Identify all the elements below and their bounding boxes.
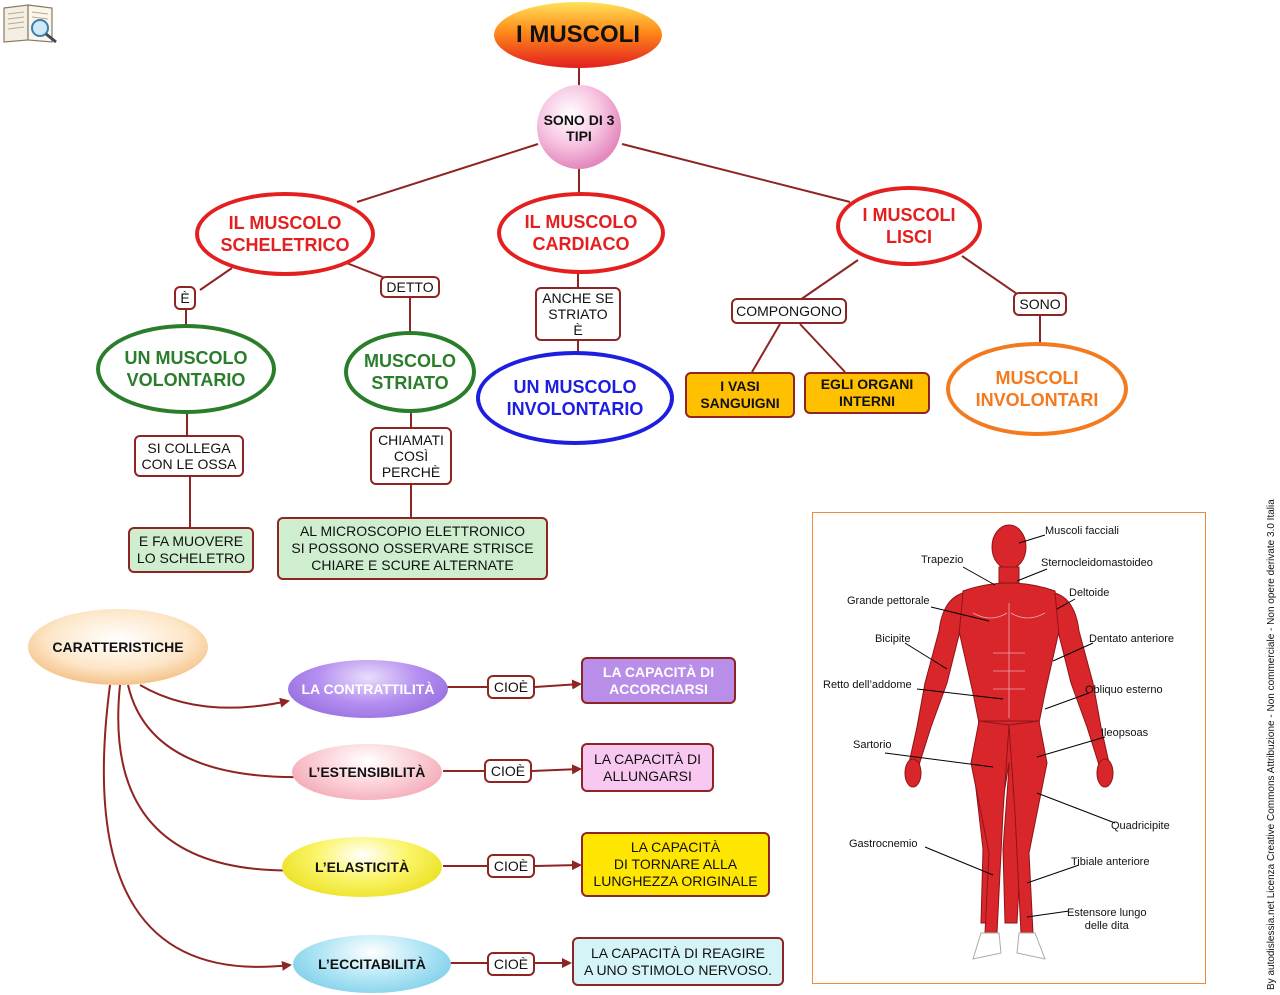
extensibility-node: L’ESTENSIBILITÀ: [292, 744, 442, 800]
anatomy-label-obliquo-esterno: Obliquo esterno: [1085, 684, 1163, 696]
anatomy-label-sartorio: Sartorio: [853, 739, 892, 751]
voluntary-muscle-node: UN MUSCOLO VOLONTARIO: [96, 324, 276, 414]
label-e: È: [174, 286, 196, 310]
involuntary-muscles-node: MUSCOLI INVOLONTARI: [946, 342, 1128, 436]
contractility-description: LA CAPACITÀ DI ACCORCIARSI: [581, 657, 736, 704]
internal-organs-node: EGLI ORGANI INTERNI: [804, 372, 930, 414]
label-cioe-2: CIOÈ: [484, 759, 532, 783]
label-anche-se-striato: ANCHE SE STRIATO È: [535, 287, 621, 341]
excitability-node: L’ECCITABILITÀ: [293, 935, 451, 993]
anatomy-label-grande-pettorale: Grande pettorale: [847, 595, 930, 607]
anatomy-figure: Muscoli facciali Trapezio Sternocleidoma…: [812, 512, 1206, 984]
moves-skeleton-node: E FA MUOVERE LO SCHELETRO: [128, 527, 254, 573]
root-link-shape: [537, 85, 621, 169]
book-magnifier-icon: [3, 4, 57, 44]
anatomy-label-dentato-anteriore: Dentato anteriore: [1089, 633, 1174, 645]
anatomy-label-sternocleidomastoideo: Sternocleidomastoideo: [1041, 557, 1153, 569]
involuntary-muscle-node: UN MUSCOLO INVOLONTARIO: [476, 351, 674, 445]
blood-vessels-node: I VASI SANGUIGNI: [685, 372, 795, 418]
anatomy-label-ileopsoas: Ileopsoas: [1101, 727, 1149, 739]
label-cioe-4: CIOÈ: [487, 952, 535, 976]
characteristics-title: CARATTERISTICHE: [52, 639, 184, 655]
cardiac-muscle-node: IL MUSCOLO CARDIACO: [497, 192, 665, 274]
microscope-node: AL MICROSCOPIO ELETTRONICO SI POSSONO OS…: [277, 517, 548, 580]
label-detto: DETTO: [380, 276, 440, 298]
anatomy-label-tibiale-anteriore: Tibiale anteriore: [1071, 856, 1150, 868]
label-cioe-1: CIOÈ: [487, 675, 535, 699]
characteristics-shape: [28, 609, 208, 685]
label-compongono: COMPONGONO: [731, 298, 847, 324]
anatomy-label-quadricipite: Quadricipite: [1111, 820, 1170, 832]
label-si-collega: SI COLLEGA CON LE OSSA: [134, 435, 244, 477]
page-title: I MUSCOLI: [516, 21, 640, 48]
title-shape: [494, 2, 662, 68]
types-count-link: SONO DI 3 TIPI: [543, 112, 615, 144]
elasticity-node: L’ELASTICITÀ: [282, 837, 442, 897]
anatomy-label-retto-addome: Retto dell’addome: [823, 679, 912, 691]
anatomy-label-trapezio: Trapezio: [921, 554, 964, 566]
contractility-node: LA CONTRATTILITÀ: [288, 660, 448, 718]
license-text: By autodislessia.net Licenza Creative Co…: [1266, 499, 1277, 990]
skeletal-muscle-node: IL MUSCOLO SCHELETRICO: [195, 192, 375, 276]
anatomy-label-gastrocnemio: Gastrocnemio: [849, 838, 918, 850]
label-sono: SONO: [1013, 292, 1067, 316]
anatomy-label-estensore: Estensore lungo delle dita: [1067, 907, 1147, 932]
elasticity-description: LA CAPACITÀ DI TORNARE ALLA LUNGHEZZA OR…: [581, 832, 770, 897]
striated-muscle-node: MUSCOLO STRIATO: [344, 331, 476, 413]
excitability-description: LA CAPACITÀ DI REAGIRE A UNO STIMOLO NER…: [572, 937, 784, 986]
anatomy-label-muscoli-facciali: Muscoli facciali: [1045, 525, 1119, 537]
anatomy-label-bicipite: Bicipite: [875, 633, 911, 645]
extensibility-description: LA CAPACITÀ DI ALLUNGARSI: [581, 743, 714, 792]
smooth-muscle-node: I MUSCOLI LISCI: [836, 186, 982, 266]
label-chiamati: CHIAMATI COSÌ PERCHÈ: [370, 427, 452, 485]
muscular-body-drawing: [884, 524, 1116, 960]
label-cioe-3: CIOÈ: [487, 854, 535, 878]
anatomy-label-deltoide: Deltoide: [1069, 587, 1110, 599]
